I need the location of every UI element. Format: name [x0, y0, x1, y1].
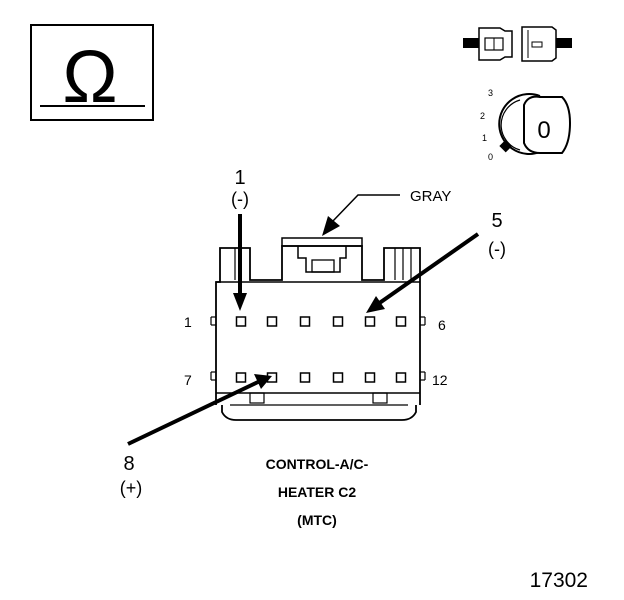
connector-color-label: GRAY	[410, 188, 451, 205]
connector-name: CONTROL-A/C- HEATER C2 (MTC)	[266, 456, 369, 528]
color-callout: GRAY	[322, 188, 451, 236]
probe-pin-number: 8	[123, 453, 134, 475]
connector-body	[210, 237, 426, 421]
connector-name-line: (MTC)	[297, 512, 337, 528]
probe-pin-number: 1	[234, 167, 245, 189]
terminal-cavity	[332, 372, 344, 383]
terminal-cavity	[395, 372, 407, 383]
ohm-symbol: Ω	[62, 35, 117, 118]
terminal-cavity	[332, 316, 344, 327]
terminal-cavity	[299, 316, 311, 327]
probe-polarity: (-)	[488, 239, 506, 259]
pin-label-1: 1	[184, 314, 192, 330]
key-position-label: 1	[482, 133, 487, 143]
key-position-label: 3	[488, 88, 493, 98]
key-position-label: 0	[488, 152, 493, 162]
connector-name-line: CONTROL-A/C-	[266, 456, 369, 472]
probe-pin-1: 1 (-)	[231, 167, 249, 311]
terminal-cavity	[235, 372, 247, 383]
pin-label-6: 6	[438, 317, 446, 333]
probe-polarity: (-)	[231, 189, 249, 209]
disconnected-connector-icon	[463, 26, 572, 62]
key-label: 0	[537, 117, 550, 144]
pin-label-12: 12	[432, 372, 448, 388]
probe-pin-number: 5	[491, 210, 502, 232]
figure-number: 17302	[530, 569, 588, 592]
terminal-cavity	[364, 316, 376, 327]
ohmmeter-icon: Ω	[30, 24, 154, 121]
terminal-cavities	[235, 316, 407, 383]
terminal-cavity	[395, 316, 407, 327]
probe-pin-5: 5 (-)	[366, 210, 506, 313]
terminal-cavity	[235, 316, 247, 327]
probe-polarity: (+)	[120, 478, 143, 498]
probe-pin-8: 8 (+)	[120, 374, 272, 498]
key-position-label: 2	[480, 111, 485, 121]
terminal-cavity	[364, 372, 376, 383]
connector-name-line: HEATER C2	[278, 484, 357, 500]
ignition-key-icon: 3 2 1 0 0	[480, 88, 572, 162]
pin-label-7: 7	[184, 372, 192, 388]
terminal-cavity	[266, 316, 278, 327]
terminal-cavity	[299, 372, 311, 383]
